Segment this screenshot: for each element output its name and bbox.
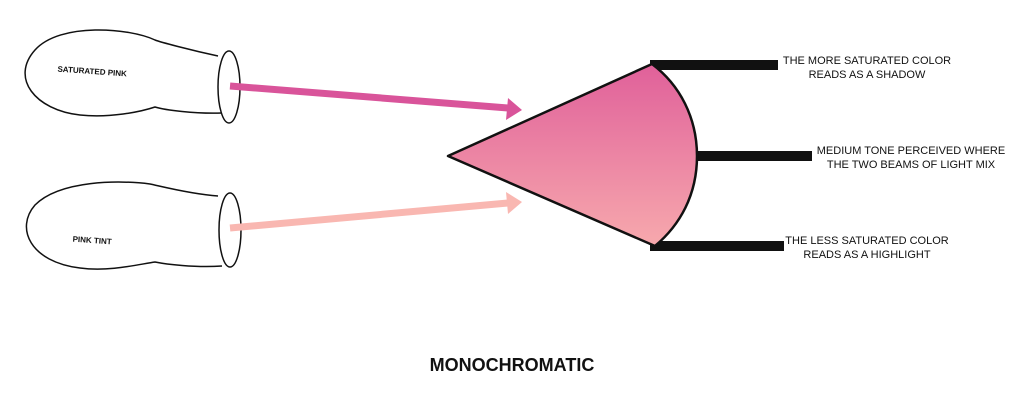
spotlight-body-top bbox=[24, 29, 223, 117]
spotlight-pink-tint bbox=[25, 181, 242, 270]
spotlight-saturated-pink bbox=[24, 29, 241, 124]
lit-cone-object bbox=[446, 62, 699, 248]
lamp-label-pink-tint: PINK TINT bbox=[72, 235, 112, 247]
callout-midtone: MEDIUM TONE PERCEIVED WHERE THE TWO BEAM… bbox=[812, 144, 1010, 172]
callout-midtone-line1: MEDIUM TONE PERCEIVED WHERE bbox=[816, 145, 1006, 157]
callout-highlight-line2: READS AS A HIGHLIGHT bbox=[803, 249, 931, 261]
callout-midtone-line2: THE TWO BEAMS OF LIGHT MIX bbox=[826, 159, 996, 171]
beam-pink-tint bbox=[229, 192, 522, 232]
callout-shadow-line2: READS AS A SHADOW bbox=[808, 69, 926, 81]
diagram-title: MONOCHROMATIC bbox=[429, 355, 595, 375]
beam-saturated-pink bbox=[229, 82, 522, 120]
callout-highlight-line1: THE LESS SATURATED COLOR bbox=[785, 235, 949, 247]
callout-shadow-line1: THE MORE SATURATED COLOR bbox=[782, 55, 952, 67]
spotlight-body-bottom bbox=[25, 181, 223, 270]
callout-shadow: THE MORE SATURATED COLOR READS AS A SHAD… bbox=[778, 54, 956, 82]
callout-highlight: THE LESS SATURATED COLOR READS AS A HIGH… bbox=[778, 234, 956, 262]
